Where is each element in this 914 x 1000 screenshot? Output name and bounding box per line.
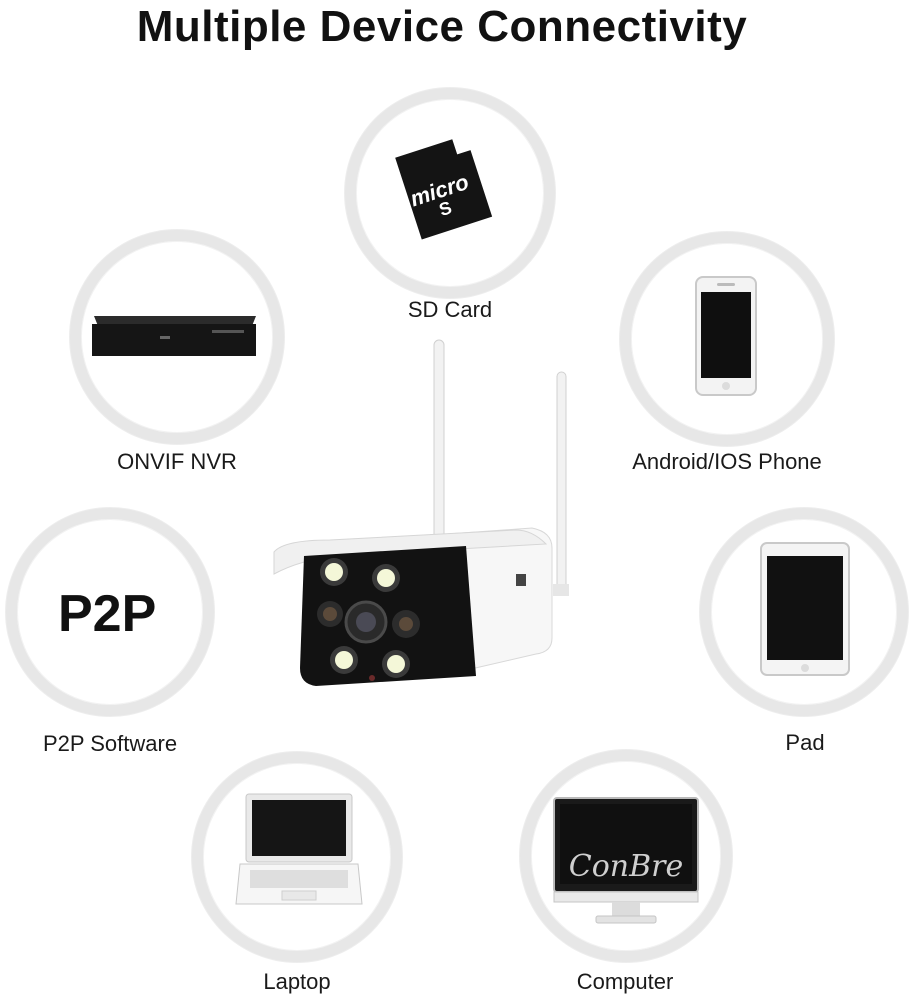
sd-card-circle bbox=[345, 88, 555, 298]
sd-card-label: SD Card bbox=[407, 297, 493, 322]
nvr-recorder-icon bbox=[92, 316, 256, 356]
svg-text:S: S bbox=[437, 197, 455, 220]
computer-label: Computer bbox=[576, 969, 674, 994]
p2p-label: P2P Software bbox=[42, 731, 178, 756]
laptop-label: Laptop bbox=[263, 969, 331, 994]
p2p-circle bbox=[6, 508, 214, 716]
desktop-monitor-icon: ConBre bbox=[553, 797, 699, 924]
nvr-label: ONVIF NVR bbox=[117, 449, 237, 474]
micro-sd-card-icon: micro S bbox=[395, 139, 493, 240]
laptop-icon bbox=[235, 793, 363, 905]
wifi-bullet-camera-icon bbox=[273, 339, 569, 686]
page-title: Multiple Device Connectivity bbox=[136, 2, 748, 51]
tablet-icon bbox=[760, 542, 850, 676]
smartphone-icon bbox=[695, 276, 757, 396]
computer-watermark: ConBre bbox=[569, 849, 683, 884]
phone-label: Android/IOS Phone bbox=[632, 449, 822, 474]
p2p-icon: P2P bbox=[58, 585, 157, 643]
pad-label: Pad bbox=[785, 730, 825, 755]
